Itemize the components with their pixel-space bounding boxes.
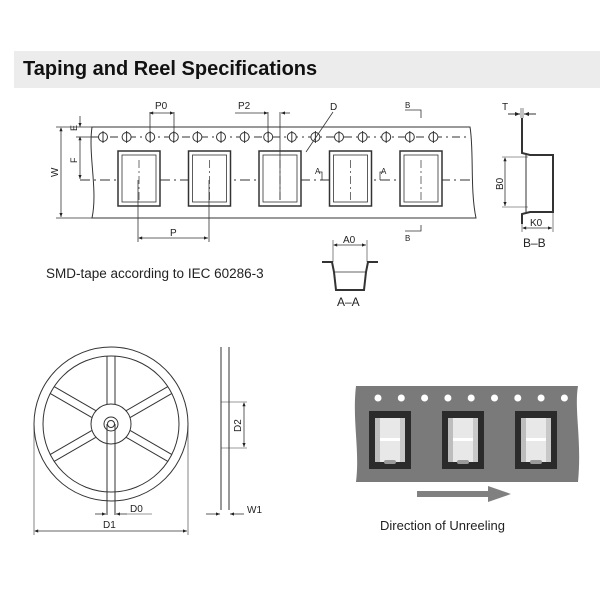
label-w: W: [50, 167, 61, 177]
unreeling-arrow-icon: [417, 486, 511, 502]
section-aa-labels: A0 A–A: [337, 235, 360, 309]
label-p0: P0: [155, 101, 168, 112]
tape-dimensions: [56, 109, 422, 242]
photo-sprocket-hole: [491, 394, 498, 402]
photo-components: [369, 411, 557, 469]
photo-sprocket-hole: [560, 394, 568, 402]
page-title: Taping and Reel Specifications: [23, 58, 318, 80]
photo-sprocket-hole: [397, 394, 405, 402]
label-t: T: [502, 102, 508, 113]
title-bar: [14, 51, 600, 88]
label-b-bottom: B: [405, 234, 410, 243]
reel-drawing: [33, 346, 247, 535]
unreeling-caption: Direction of Unreeling: [380, 518, 506, 533]
reel-spoke: [126, 386, 169, 411]
photo-sprocket-hole: [421, 394, 429, 402]
photo-sprocket-hole: [444, 394, 452, 402]
label-w1: W1: [247, 505, 262, 516]
reel-spoke: [53, 437, 96, 462]
label-d: D: [330, 102, 337, 113]
photo-sprocket-hole: [537, 394, 545, 402]
tape-labels: P0 P2 D P B B A A E F W: [50, 101, 410, 243]
reel-spoke: [49, 393, 92, 418]
reel-spoke: [130, 393, 173, 418]
tape-photo: [354, 386, 580, 502]
reel-labels: D0 D1 D2 W1: [103, 419, 262, 531]
reel-spoke: [126, 437, 169, 462]
label-a-right: A: [381, 167, 387, 176]
section-bb-labels: T B0 K0 B–B: [495, 102, 546, 250]
reel-spoke: [53, 386, 96, 411]
section-aa-drawing: [322, 240, 378, 291]
photo-sprocket-holes: [374, 394, 568, 402]
label-p2: P2: [238, 101, 251, 112]
label-d1: D1: [103, 520, 116, 531]
tape-caption: SMD-tape according to IEC 60286-3: [46, 266, 264, 281]
carrier-tape-drawing: [80, 126, 477, 219]
reel-spoke: [49, 430, 92, 455]
label-p: P: [170, 228, 177, 239]
label-a0: A0: [343, 235, 356, 246]
reel-spoke: [130, 430, 173, 455]
label-e: E: [69, 125, 79, 131]
photo-sprocket-hole: [514, 394, 522, 402]
label-a-left: A: [315, 167, 321, 176]
photo-sprocket-hole: [467, 394, 475, 402]
label-k0: K0: [530, 218, 543, 229]
label-d0: D0: [130, 504, 143, 515]
caption-aa: A–A: [337, 295, 360, 309]
label-f: F: [69, 157, 79, 163]
photo-sprocket-hole: [374, 394, 382, 402]
label-d2: D2: [233, 419, 244, 432]
label-b0: B0: [495, 177, 506, 190]
label-b-top: B: [405, 101, 410, 110]
reel-spokes: [49, 356, 173, 492]
section-bb-drawing: [502, 108, 554, 232]
caption-bb: B–B: [523, 236, 546, 250]
